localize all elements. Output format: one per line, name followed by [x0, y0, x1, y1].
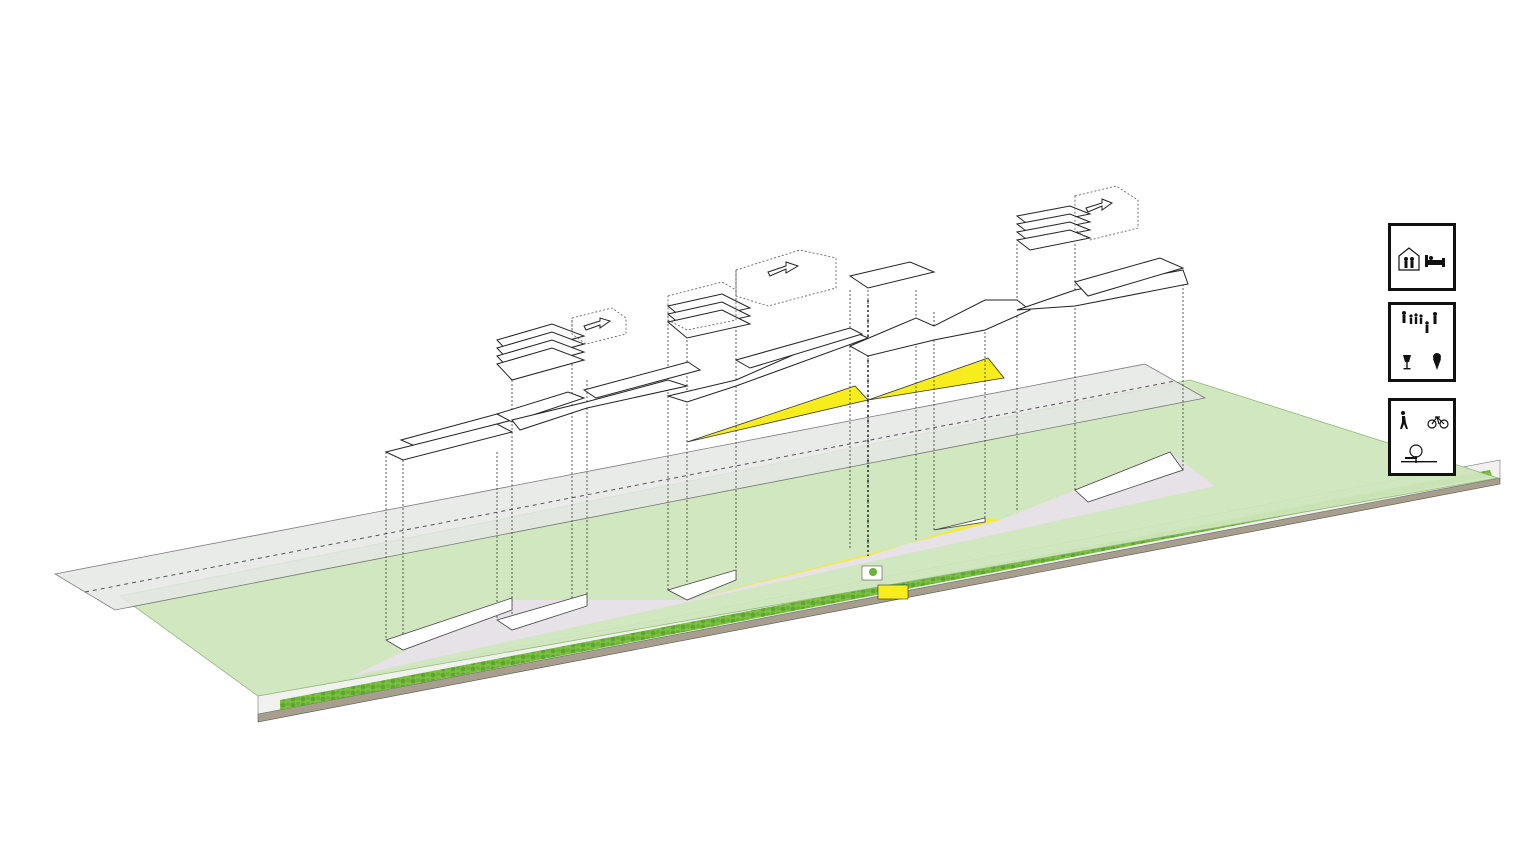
- tree-bench-icon: [1401, 444, 1437, 463]
- direction-arrows: [583, 198, 1114, 331]
- plaza-elevated-2: [867, 357, 1005, 401]
- people-crowd-icon: [1402, 311, 1437, 333]
- bicycle-icon: [1427, 416, 1449, 429]
- tower-outlines: [385, 244, 1184, 650]
- legend-mobility: [1388, 398, 1456, 476]
- lilac-ground-1: [352, 452, 1215, 676]
- ice-cream-icon: [1433, 353, 1441, 370]
- wine-glass-icon: [1403, 355, 1411, 370]
- arrow-icon: [767, 261, 800, 277]
- plaza-elevated-1: [686, 385, 869, 443]
- crossing: [861, 565, 883, 581]
- arrow-icon: [583, 317, 612, 331]
- legend-social: [1388, 302, 1456, 382]
- pedestrian-icon: [1400, 411, 1408, 429]
- ghost-volumes: [571, 185, 1139, 345]
- crossing-yellow: [877, 584, 909, 600]
- bed-icon: [1425, 255, 1445, 267]
- arrow-icon: [1085, 198, 1114, 213]
- roof-slabs: [384, 205, 1189, 461]
- building-bases: [385, 451, 1184, 651]
- legend-housing: [1388, 223, 1456, 291]
- promenade-centerline: [84, 380, 1176, 593]
- plaza-ground: [690, 518, 1000, 600]
- elevated-promenade: [53, 363, 1207, 611]
- house-family-icon: [1398, 247, 1420, 271]
- yellow-plazas: [686, 357, 1005, 600]
